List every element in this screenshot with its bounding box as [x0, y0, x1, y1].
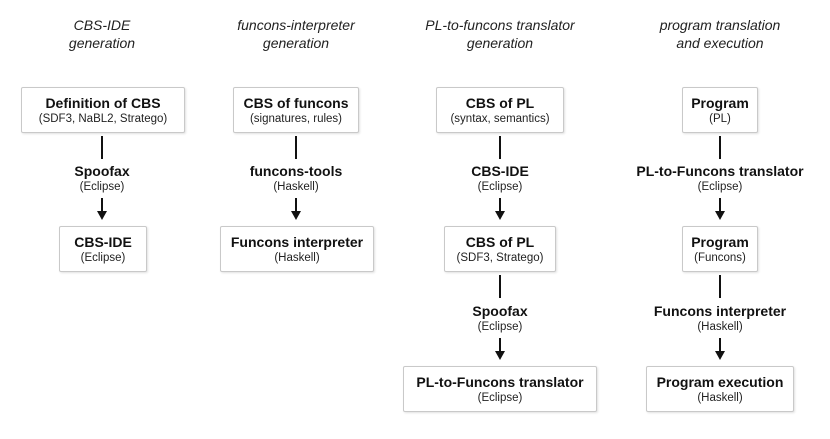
tool-name: Funcons interpreter — [653, 303, 787, 319]
cbs-ide-output-box: CBS-IDE (Eclipse) — [59, 226, 147, 272]
box-subtitle: (Haskell) — [274, 251, 320, 264]
tool-name: funcons-tools — [249, 163, 343, 179]
box-subtitle: (Eclipse) — [80, 251, 126, 264]
funcons-tools-label: funcons-tools (Haskell) — [216, 163, 376, 194]
box-subtitle: (PL) — [709, 112, 731, 125]
column-1-heading: CBS-IDE generation — [22, 16, 182, 52]
connector-line — [295, 136, 297, 159]
tool-platform: (Eclipse) — [697, 181, 743, 193]
arrow-head — [495, 211, 505, 220]
box-subtitle: (Eclipse) — [477, 391, 523, 404]
box-title: CBS of PL — [465, 94, 535, 111]
box-subtitle: (Haskell) — [697, 391, 743, 404]
column-2-heading-line-1: funcons-interpreter — [237, 17, 355, 33]
box-subtitle: (Funcons) — [694, 251, 746, 264]
column-1-heading-line-2: generation — [68, 35, 136, 51]
column-2-heading: funcons-interpreter generation — [216, 16, 376, 52]
cbs-of-pl-sdf3-box: CBS of PL (SDF3, Stratego) — [444, 226, 556, 272]
column-4-heading-line-1: program translation — [659, 17, 781, 33]
connector-line — [499, 275, 501, 298]
column-1-heading-line-1: CBS-IDE — [73, 17, 131, 33]
column-4-heading: program translation and execution — [630, 16, 810, 52]
box-subtitle: (SDF3, NaBL2, Stratego) — [38, 112, 168, 125]
program-pl-box: Program (PL) — [682, 87, 758, 133]
box-title: Funcons interpreter — [230, 233, 364, 250]
spoofax-tool-label: Spoofax (Eclipse) — [22, 163, 182, 194]
cbs-of-pl-box: CBS of PL (syntax, semantics) — [436, 87, 564, 133]
box-subtitle: (syntax, semantics) — [450, 112, 550, 125]
arrow-shaft — [499, 198, 501, 212]
spoofax-tool-label-2: Spoofax (Eclipse) — [420, 303, 580, 334]
connector-line — [101, 136, 103, 159]
program-funcons-box: Program (Funcons) — [682, 226, 758, 272]
arrow-head — [495, 351, 505, 360]
tool-platform: (Eclipse) — [79, 181, 125, 193]
pl-to-funcons-translator-tool-label: PL-to-Funcons translator (Eclipse) — [620, 163, 820, 194]
box-title: Program — [691, 233, 749, 250]
connector-line — [499, 136, 501, 159]
box-title: Definition of CBS — [45, 94, 161, 111]
column-2-heading-line-2: generation — [262, 35, 330, 51]
tool-name: CBS-IDE — [471, 163, 529, 179]
cbs-of-funcons-box: CBS of funcons (signatures, rules) — [233, 87, 359, 133]
arrow-shaft — [295, 198, 297, 212]
box-title: CBS of PL — [465, 233, 535, 250]
box-subtitle: (SDF3, Stratego) — [456, 251, 544, 264]
funcons-interpreter-box: Funcons interpreter (Haskell) — [220, 226, 374, 272]
connector-line — [719, 136, 721, 159]
arrow-head — [715, 211, 725, 220]
column-3-heading: PL-to-funcons translator generation — [400, 16, 600, 52]
connector-line — [719, 275, 721, 298]
tool-platform: (Haskell) — [273, 181, 319, 193]
cbs-ide-tool-label: CBS-IDE (Eclipse) — [420, 163, 580, 194]
program-execution-box: Program execution (Haskell) — [646, 366, 794, 412]
arrow-head — [715, 351, 725, 360]
box-title: Program — [691, 94, 749, 111]
box-title: CBS of funcons — [243, 94, 349, 111]
column-4-heading-line-2: and execution — [676, 35, 764, 51]
column-3-heading-line-2: generation — [466, 35, 534, 51]
arrow-shaft — [719, 338, 721, 352]
column-3-heading-line-1: PL-to-funcons translator — [425, 17, 575, 33]
arrow-head — [97, 211, 107, 220]
box-title: Program execution — [656, 373, 784, 390]
box-title: CBS-IDE — [74, 233, 132, 250]
arrow-shaft — [101, 198, 103, 212]
arrow-head — [291, 211, 301, 220]
box-subtitle: (signatures, rules) — [249, 112, 343, 125]
arrow-shaft — [719, 198, 721, 212]
definition-of-cbs-box: Definition of CBS (SDF3, NaBL2, Stratego… — [21, 87, 185, 133]
arrow-shaft — [499, 338, 501, 352]
tool-name: Spoofax — [472, 303, 528, 319]
box-title: PL-to-Funcons translator — [416, 373, 584, 390]
tool-platform: (Haskell) — [697, 321, 743, 333]
pl-to-funcons-translator-box: PL-to-Funcons translator (Eclipse) — [403, 366, 597, 412]
tool-name: PL-to-Funcons translator — [636, 163, 804, 179]
funcons-interpreter-tool-label: Funcons interpreter (Haskell) — [630, 303, 810, 334]
tool-platform: (Eclipse) — [477, 181, 523, 193]
tool-platform: (Eclipse) — [477, 321, 523, 333]
tool-name: Spoofax — [74, 163, 130, 179]
